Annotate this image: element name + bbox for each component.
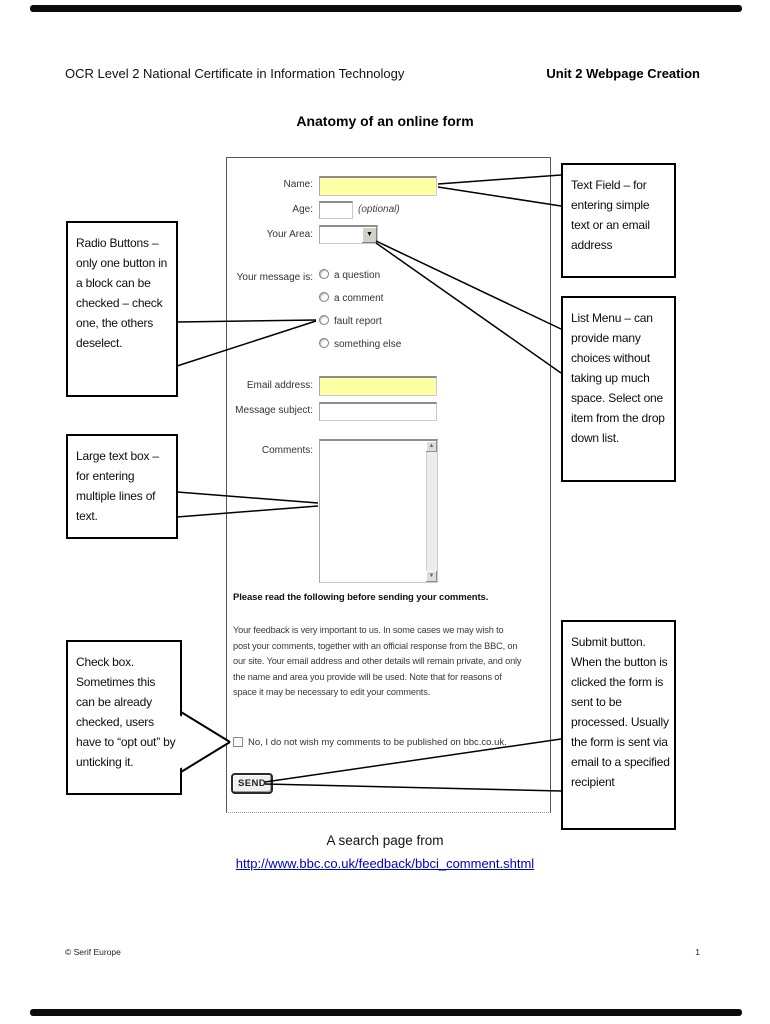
scroll-down-icon[interactable]: ▼ [426, 571, 437, 582]
page-break-bar-top [30, 5, 742, 12]
callout-check-box: Check box. Sometimes this can be already… [66, 640, 182, 795]
radio-label: fault report [334, 316, 382, 327]
area-label: Your Area: [266, 229, 313, 240]
callout-list-menu: List Menu – can provide many choices wit… [561, 296, 676, 482]
notice-heading: Please read the following before sending… [233, 592, 489, 603]
comments-textarea[interactable]: ▲ ▼ [319, 439, 438, 583]
subject-input[interactable] [319, 402, 437, 421]
age-optional-note: (optional) [358, 204, 400, 215]
radio-label: a question [334, 270, 381, 281]
radio-label: a comment [334, 293, 384, 304]
checkbox-callout-tail [179, 715, 229, 769]
callout-text: Text Field – for entering simple text or… [571, 178, 650, 252]
message-group-label: Your message is: [236, 272, 313, 283]
scroll-up-icon[interactable]: ▲ [426, 441, 437, 452]
send-button[interactable]: SEND [231, 773, 273, 794]
comments-label: Comments: [261, 445, 313, 456]
callout-large-text-box: Large text box – for entering multiple l… [66, 434, 178, 539]
callout-radio-buttons: Radio Buttons – only one button in a blo… [66, 221, 178, 397]
radio-label: something else [334, 339, 402, 350]
callout-text: Large text box – for entering multiple l… [76, 449, 159, 523]
caption-link-row: http://www.bbc.co.uk/feedback/bbci_comme… [0, 856, 770, 871]
area-select[interactable]: ▼ [319, 225, 378, 244]
notice-body: Your feedback is very important to us. I… [233, 625, 522, 698]
page-title: Anatomy of an online form [296, 113, 474, 129]
radio-something-else[interactable] [319, 338, 329, 348]
footer-copyright: © Serif Europe [65, 947, 121, 957]
age-label: Age: [292, 204, 313, 215]
subject-label: Message subject: [235, 405, 313, 416]
page-break-bar-bottom [30, 1009, 742, 1016]
scrollbar[interactable]: ▲ ▼ [426, 441, 437, 582]
chevron-down-icon[interactable]: ▼ [362, 227, 377, 243]
age-input[interactable] [319, 201, 353, 219]
footer-page-number: 1 [695, 947, 700, 957]
email-input[interactable] [319, 376, 437, 396]
bbc-feedback-link[interactable]: http://www.bbc.co.uk/feedback/bbci_comme… [235, 856, 535, 871]
callout-text: Radio Buttons – only one button in a blo… [76, 236, 168, 350]
header-unit-title: Unit 2 Webpage Creation [546, 66, 700, 81]
callout-text: List Menu – can provide many choices wit… [571, 311, 665, 445]
caption-text: A search page from [326, 833, 444, 848]
radio-a-comment[interactable] [319, 292, 329, 302]
callout-text-field: Text Field – for entering simple text or… [561, 163, 676, 278]
radio-fault-report[interactable] [319, 315, 329, 325]
radio-a-question[interactable] [319, 269, 329, 279]
email-label: Email address: [246, 380, 313, 391]
header-course-title: OCR Level 2 National Certificate in Info… [65, 66, 405, 81]
callout-text: Check box. Sometimes this can be already… [76, 655, 176, 769]
callout-text: Submit button. When the button is clicke… [571, 635, 670, 789]
name-input[interactable] [319, 176, 437, 196]
optout-checkbox[interactable] [233, 737, 243, 747]
name-label: Name: [283, 179, 313, 190]
bbc-feedback-form: Name: Age: (optional) Your Area: ▼ Your … [226, 157, 551, 813]
optout-label: No, I do not wish my comments to be publ… [248, 737, 507, 748]
callout-submit-button: Submit button. When the button is clicke… [561, 620, 676, 830]
